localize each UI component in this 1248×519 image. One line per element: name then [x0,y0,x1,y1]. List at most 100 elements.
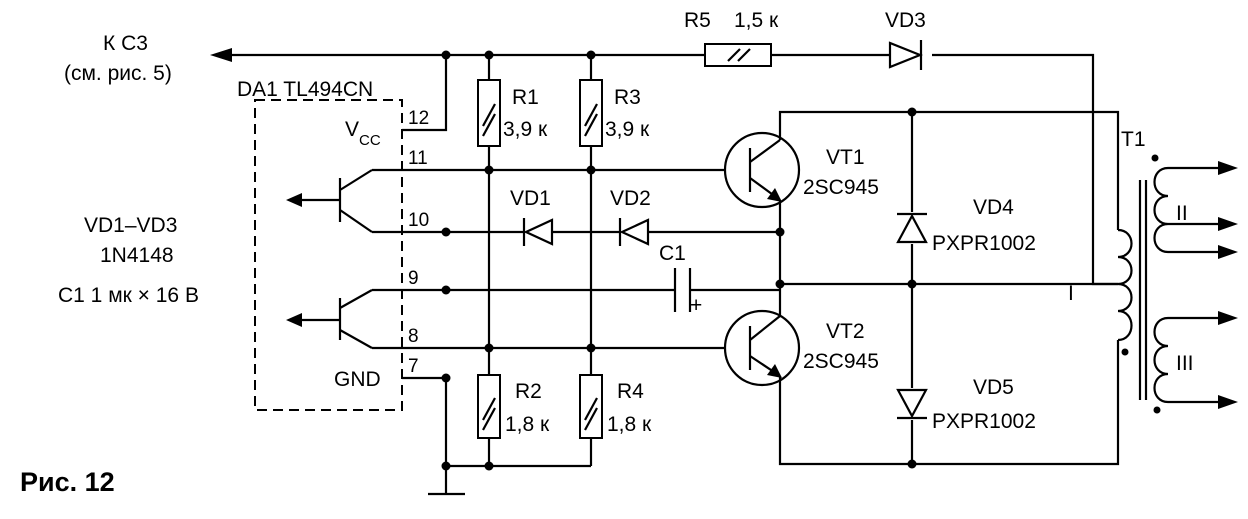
resistor-body [477,374,501,439]
junction-dot [441,461,451,471]
label-vt2-type: 2SC945 [803,350,879,373]
diode-vd3 [888,40,923,70]
resistor-body [579,374,603,439]
ic-da1 [254,99,403,411]
label-winding-3: III [1176,352,1194,375]
transistor-emitter-arrow [767,364,782,378]
label-r2-ref: R2 [515,380,542,403]
diode-triangle [888,41,923,69]
label-winding-1: I [1068,282,1074,305]
arrow-output [1218,161,1238,175]
figure-caption: Рис. 12 [20,467,115,497]
transistor-body [723,131,801,209]
junction-dot [441,227,451,237]
label-vcc: VCC [345,118,381,149]
arrow-output [1218,395,1238,409]
resistor-r1 [477,79,501,147]
pin-7: 7 [408,356,419,377]
junctions [441,50,917,471]
diode-vd5 [896,388,928,420]
label-c1-plus: + [690,294,702,317]
junction-dot [775,279,785,289]
label-r2-value: 1,8 к [505,413,550,436]
label-to-c3: К С3 [103,32,148,55]
winding-primary [1117,228,1133,342]
junction-dot [907,107,917,117]
label-c1-note: С1 1 мк × 16 В [58,284,199,307]
phase-dot [1121,348,1129,356]
diode-vd4 [896,212,928,244]
label-vd4-ref: VD4 [973,196,1014,219]
phase-dot [1151,154,1159,162]
label-see-fig5: (см. рис. 5) [64,62,172,85]
arrow-output [1218,311,1238,325]
junction-dot [484,165,494,175]
winding-secondary-3 [1153,316,1169,404]
label-r1-value: 3,9 к [503,118,548,141]
winding-2-leads [1168,166,1222,254]
junction-dot [441,50,451,60]
label-r1-ref: R1 [512,86,539,109]
phase-dot [1153,406,1161,414]
label-vt1-type: 2SC945 [803,176,879,199]
pin-10: 10 [408,210,429,231]
label-r3-value: 3,9 к [605,118,650,141]
diode-vd1 [522,218,554,246]
resistor-body [704,43,772,67]
transformer-t1 [1117,154,1238,414]
label-diodes-type-1: VD1–VD3 [84,214,177,237]
transistor-vt1 [723,131,801,209]
transistor-vt2 [723,309,801,387]
wire-pin12 [402,55,448,132]
label-vd5-type: PXPR1002 [932,410,1036,433]
pin-11: 11 [408,148,428,169]
transformer-core [1138,180,1148,400]
diode-triangle [896,388,928,419]
junction-dot [586,165,596,175]
labels: К С3 (см. рис. 5) DA1 TL494CN VCC GND 12… [20,9,1194,497]
label-vd3: VD3 [885,9,926,32]
resistor-hatch [482,397,496,431]
ic-outline [254,99,403,411]
resistor-hatch [584,397,598,431]
ic-output-transistor-2 [286,289,373,349]
label-r5-ref: R5 [684,9,711,32]
label-vd1: VD1 [510,187,551,210]
wire-vt2-emitter [778,340,1120,466]
label-vd4-type: PXPR1002 [932,232,1036,255]
ic-output-transistor-1 [286,169,373,233]
transistor-body [723,309,801,387]
resistor-r2 [477,374,501,439]
pin-8: 8 [408,326,419,347]
diode-vd2 [618,218,650,246]
resistor-r3 [579,79,603,147]
pin-9: 9 [408,268,419,289]
label-r3-ref: R3 [614,86,641,109]
junction-dot [586,50,596,60]
diode-triangle [619,218,650,246]
capacitor-c1 [673,268,692,312]
junction-dot [484,50,494,60]
label-diodes-type-2: 1N4148 [100,244,174,267]
label-vd2: VD2 [610,187,651,210]
label-r4-ref: R4 [617,380,644,403]
junction-dot [484,461,494,471]
arrow-output [1218,217,1238,231]
label-c1-ref: C1 [659,242,686,265]
arrow-output [1218,245,1238,259]
winding-3-leads [1168,316,1222,404]
label-vt1-ref: VT1 [826,146,865,169]
diode-triangle [523,218,554,246]
label-r4-value: 1,8 к [607,413,652,436]
transistor-emitter-arrow [767,188,782,202]
winding-secondary-2 [1153,166,1169,254]
junction-dot [907,279,917,289]
diode-triangle [896,213,928,244]
junction-dot [441,373,451,383]
junction-dot [775,227,785,237]
junction-dot [907,459,917,469]
label-vt2-ref: VT2 [826,320,865,343]
wire-pin7 [402,376,448,494]
junction-dot [586,343,596,353]
